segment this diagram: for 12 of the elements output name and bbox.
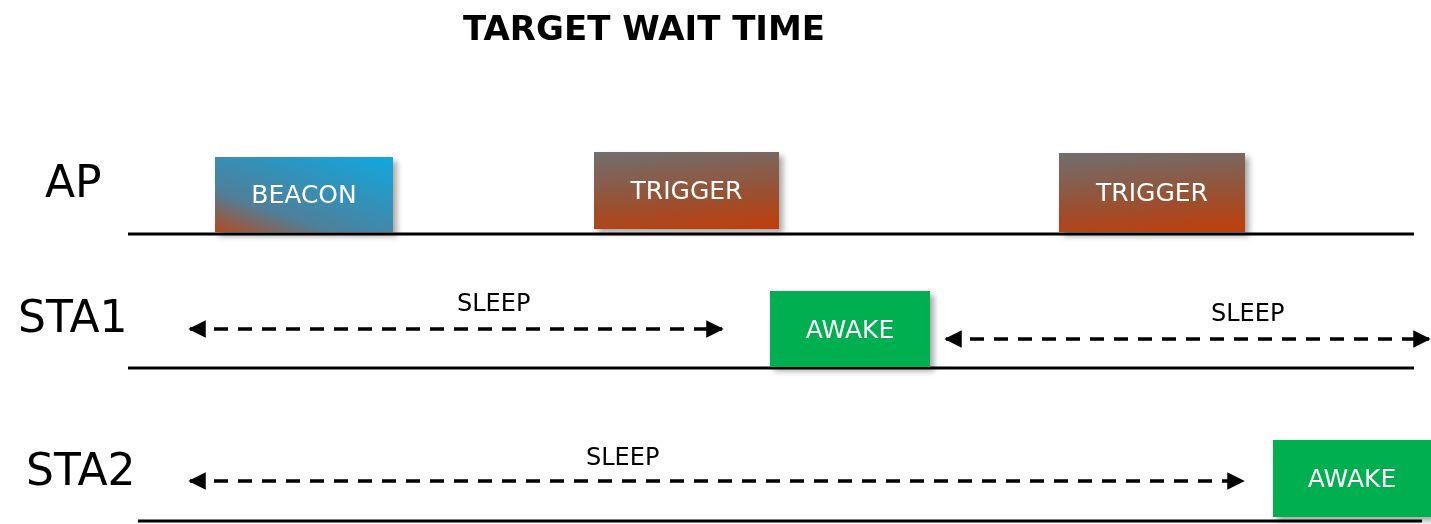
message-box: TRIGGER [594,152,779,229]
row-label: STA1 [18,293,128,342]
state-box: AWAKE [770,291,930,367]
row-label: AP [45,158,102,207]
duration-label: SLEEP [586,444,660,471]
message-box: BEACON [215,157,393,232]
title: TARGET WAIT TIME [463,8,826,48]
state-box: AWAKE [1273,440,1431,517]
message-box: TRIGGER [1059,153,1245,232]
duration-label: SLEEP [1211,300,1285,327]
duration-label: SLEEP [457,290,531,317]
row-label: STA2 [26,446,136,495]
